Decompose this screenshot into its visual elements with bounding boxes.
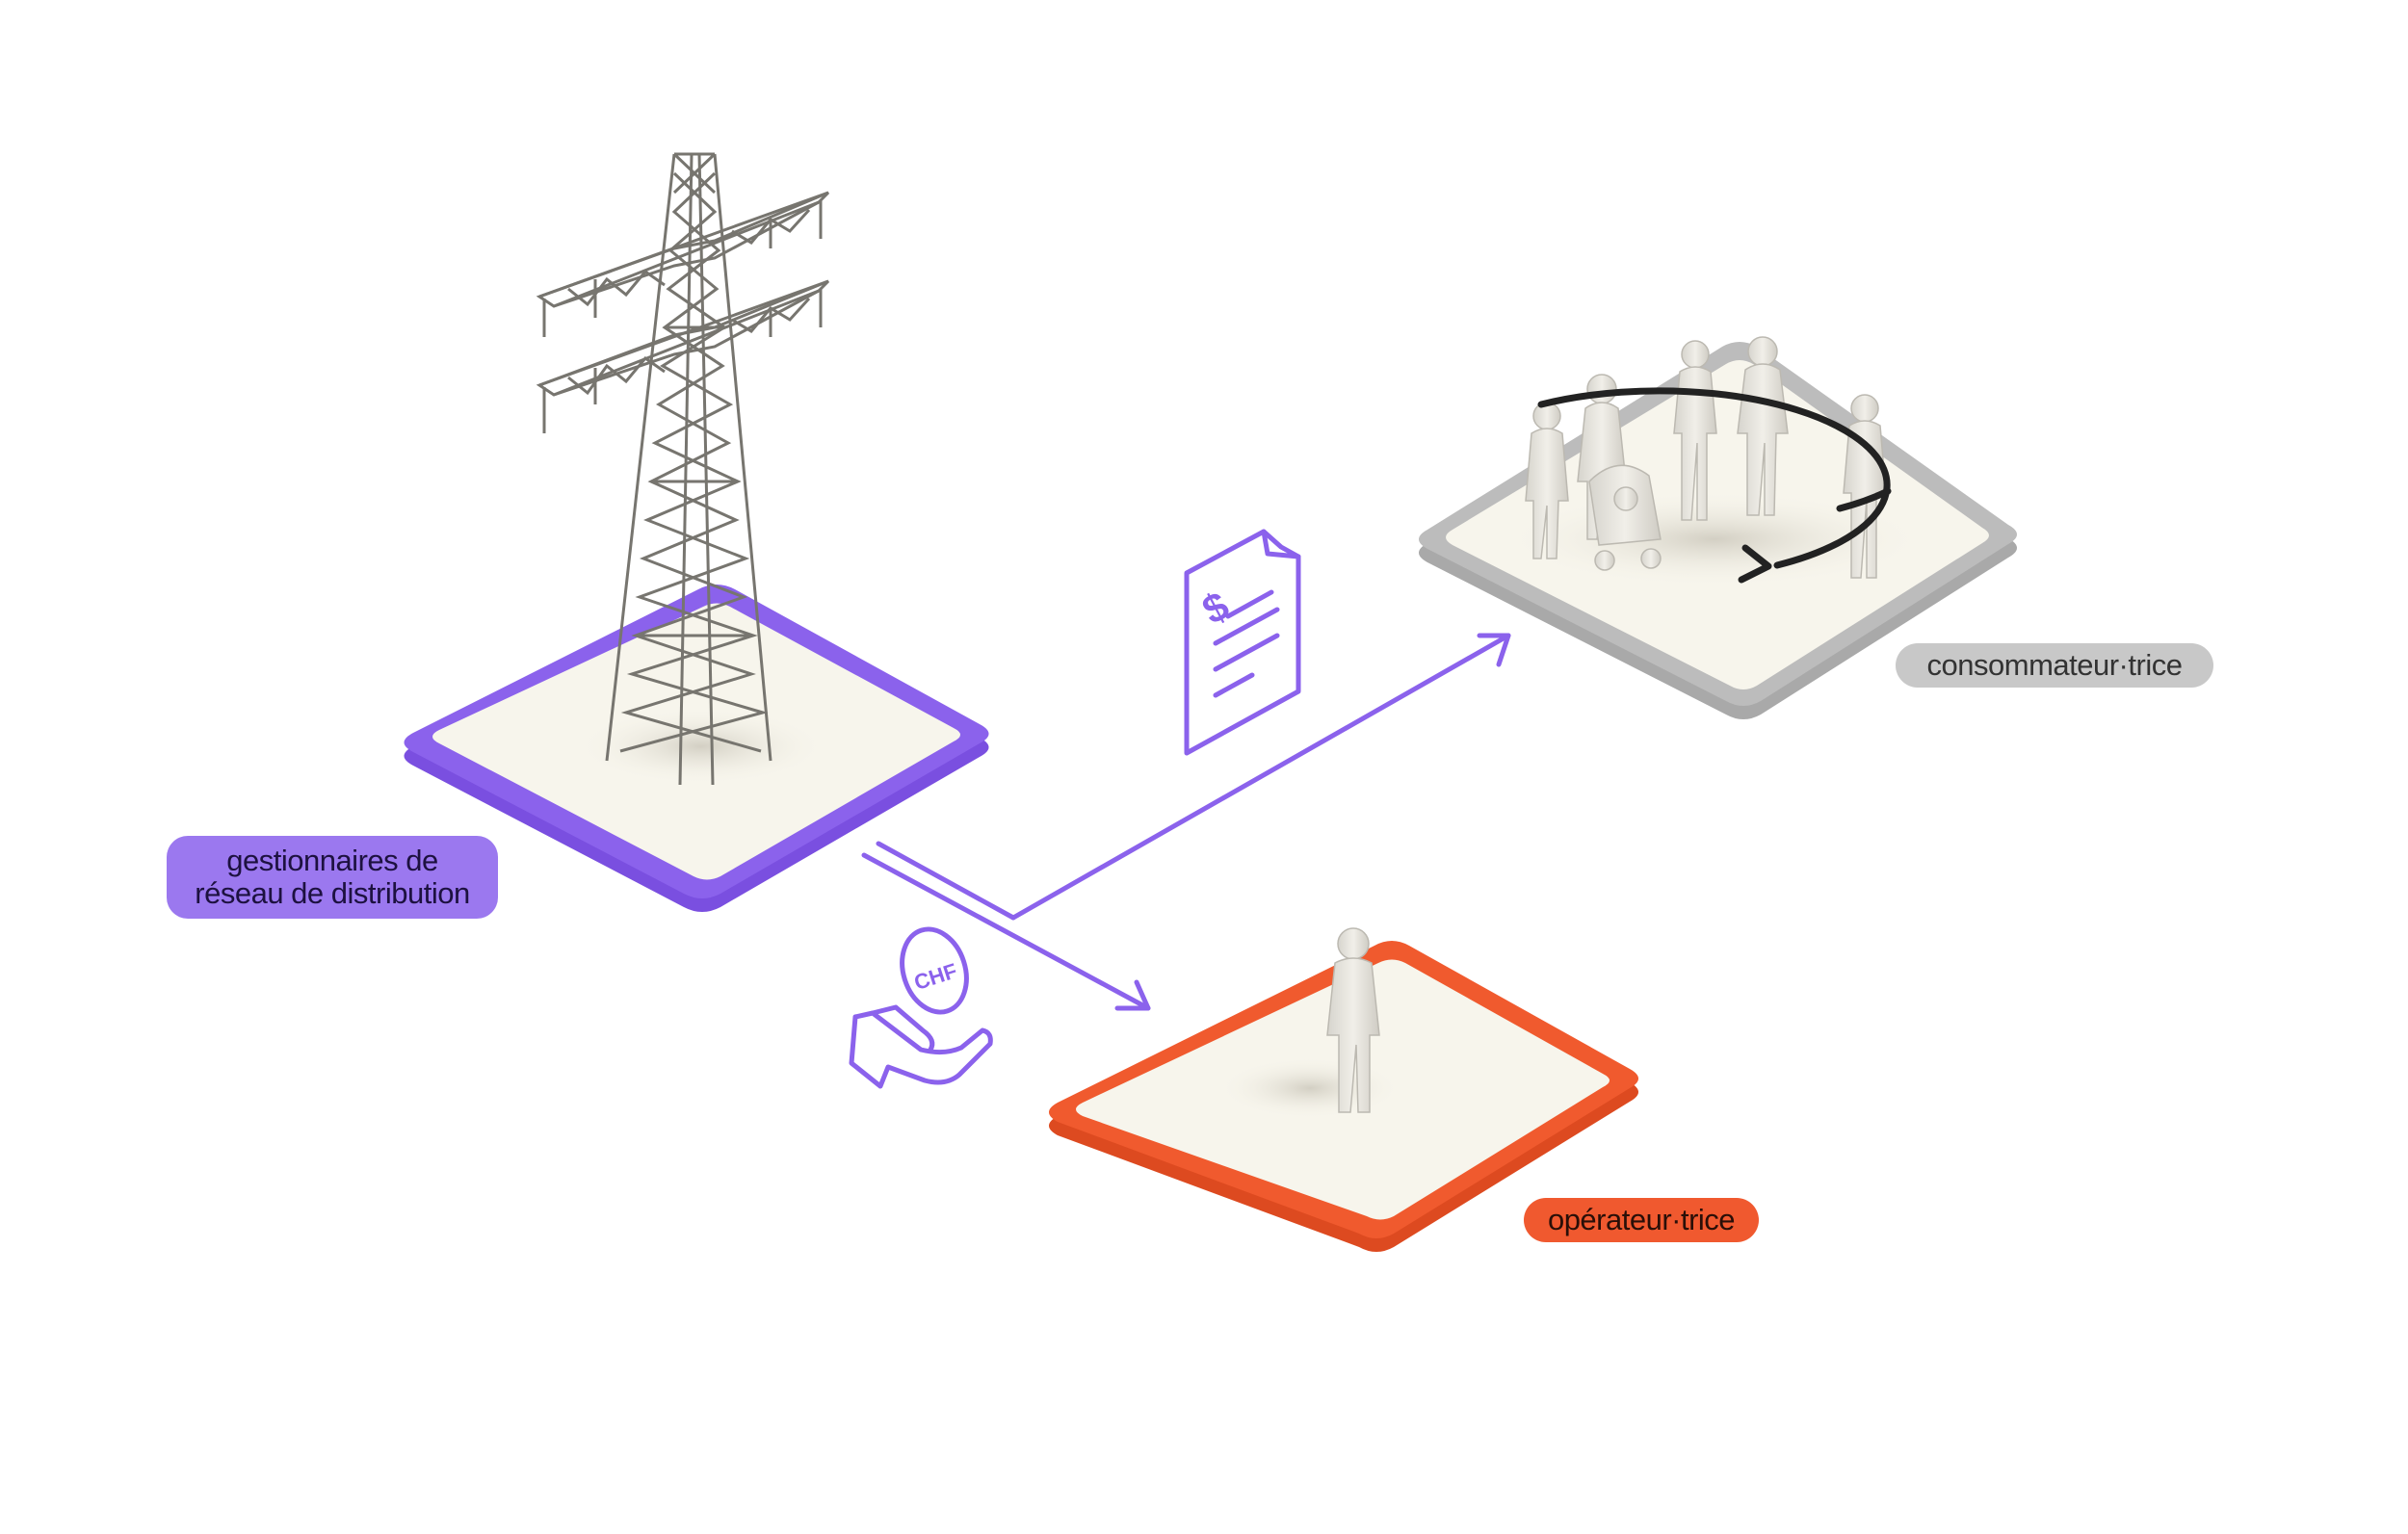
payment-symbol: CHF — [911, 958, 960, 995]
invoice-symbol: $ — [1194, 583, 1236, 633]
operator-label: opérateur·trice — [1524, 1198, 1759, 1242]
hand-coin-icon — [851, 921, 990, 1086]
consumer-label: consommateur·trice — [1896, 643, 2213, 688]
invoice-dollar-icon — [1187, 532, 1298, 753]
dso-label: gestionnaires de réseau de distribution — [167, 836, 498, 919]
dso-label-line1: gestionnaires de — [195, 845, 469, 877]
arrow-to-consumer — [1013, 636, 1508, 918]
flow-line-upper — [878, 844, 1013, 918]
dso-label-line2: réseau de distribution — [195, 877, 469, 910]
